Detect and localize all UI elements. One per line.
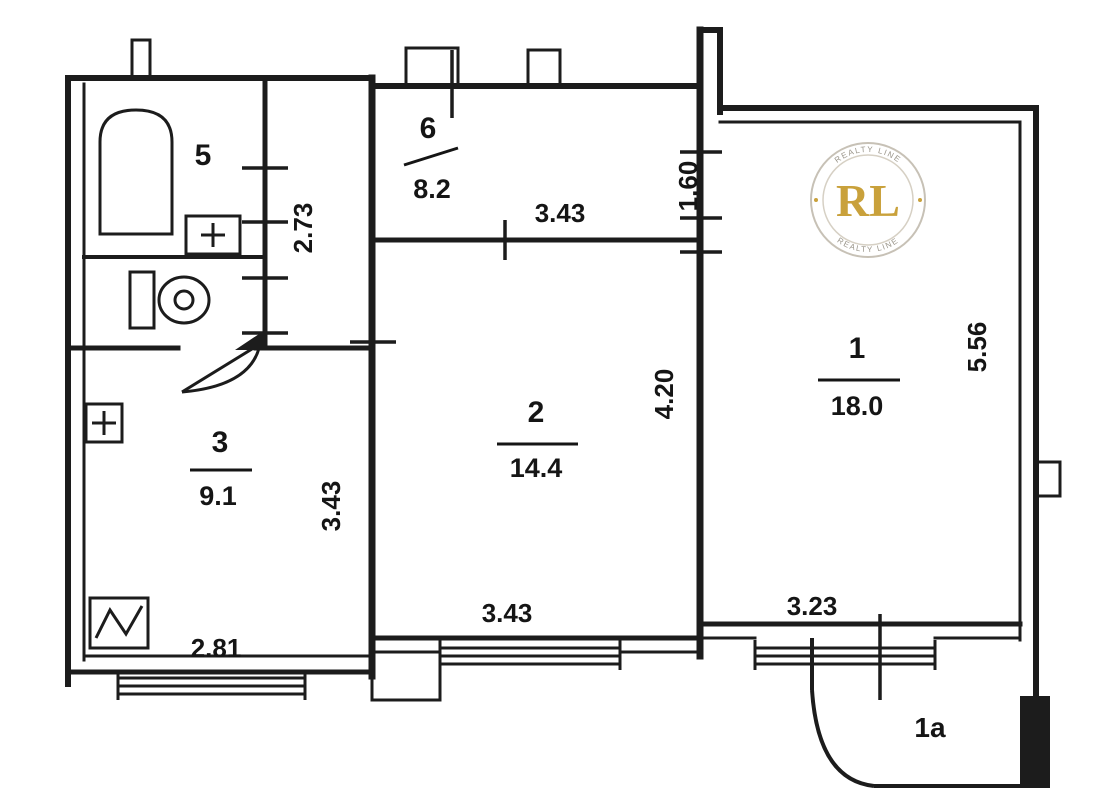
dim-room2-height-label: 4.20 — [649, 369, 679, 420]
room6-fraction-line — [403, 146, 459, 167]
watermark-dot-left — [814, 198, 818, 202]
dim-room3-height-label: 3.43 — [316, 481, 346, 532]
watermark-inner-ring — [822, 154, 914, 246]
watermark-dot-right — [918, 198, 922, 202]
dim-room1-height-label: 5.56 — [962, 322, 992, 373]
watermark-initials: RL — [836, 175, 900, 226]
room6-area-label: 8.2 — [413, 174, 451, 204]
door-bathroom — [181, 330, 265, 394]
watermark-outer-ring — [810, 142, 926, 258]
walls — [65, 26, 1062, 703]
balcony-outline — [810, 638, 1050, 788]
door-swing-arc — [181, 343, 262, 394]
dim-hall-height-label: 2.73 — [288, 203, 318, 254]
door-leaf — [181, 342, 261, 394]
room5-number-label: 5 — [195, 139, 212, 172]
dim-room1-width-label: 3.23 — [787, 591, 838, 621]
toilet-icon — [128, 270, 211, 330]
dimension-ticks — [242, 50, 882, 700]
dim-room2-width-label: 3.43 — [482, 598, 533, 628]
room1-number-label: 1 — [849, 332, 866, 365]
kitchen-sink-icon — [84, 402, 124, 444]
room6-number-label: 6 — [420, 112, 437, 145]
kitchen-appliance-icon — [88, 596, 150, 650]
room2-number-label: 2 — [528, 396, 545, 429]
dim-room6-width-label: 3.43 — [535, 198, 586, 228]
room3-area-label: 9.1 — [199, 481, 237, 511]
balcony-right-pier — [1020, 696, 1050, 788]
room1-area-label: 18.0 — [831, 391, 884, 421]
labels: 5 6 8.2 3 9.1 2 14.4 1 18.0 1a 3.43 2.81… — [190, 112, 992, 743]
window-room2 — [438, 640, 622, 670]
windows — [116, 640, 937, 700]
bath-sink-icon — [184, 214, 242, 256]
balcony-number-label: 1a — [914, 712, 946, 743]
room2-area-label: 14.4 — [510, 453, 563, 483]
bathtub-icon — [98, 108, 174, 236]
dim-room3-width-label: 2.81 — [191, 633, 242, 663]
wall-wedge — [235, 330, 265, 350]
fixtures — [84, 108, 242, 650]
dim-niche-width-label: 1.60 — [673, 161, 703, 212]
room3-number-label: 3 — [212, 426, 229, 459]
window-room3 — [116, 672, 307, 700]
window-room1 — [753, 640, 937, 670]
watermark-stamp: REALTY LINE REALTY LINE RL — [810, 142, 926, 258]
